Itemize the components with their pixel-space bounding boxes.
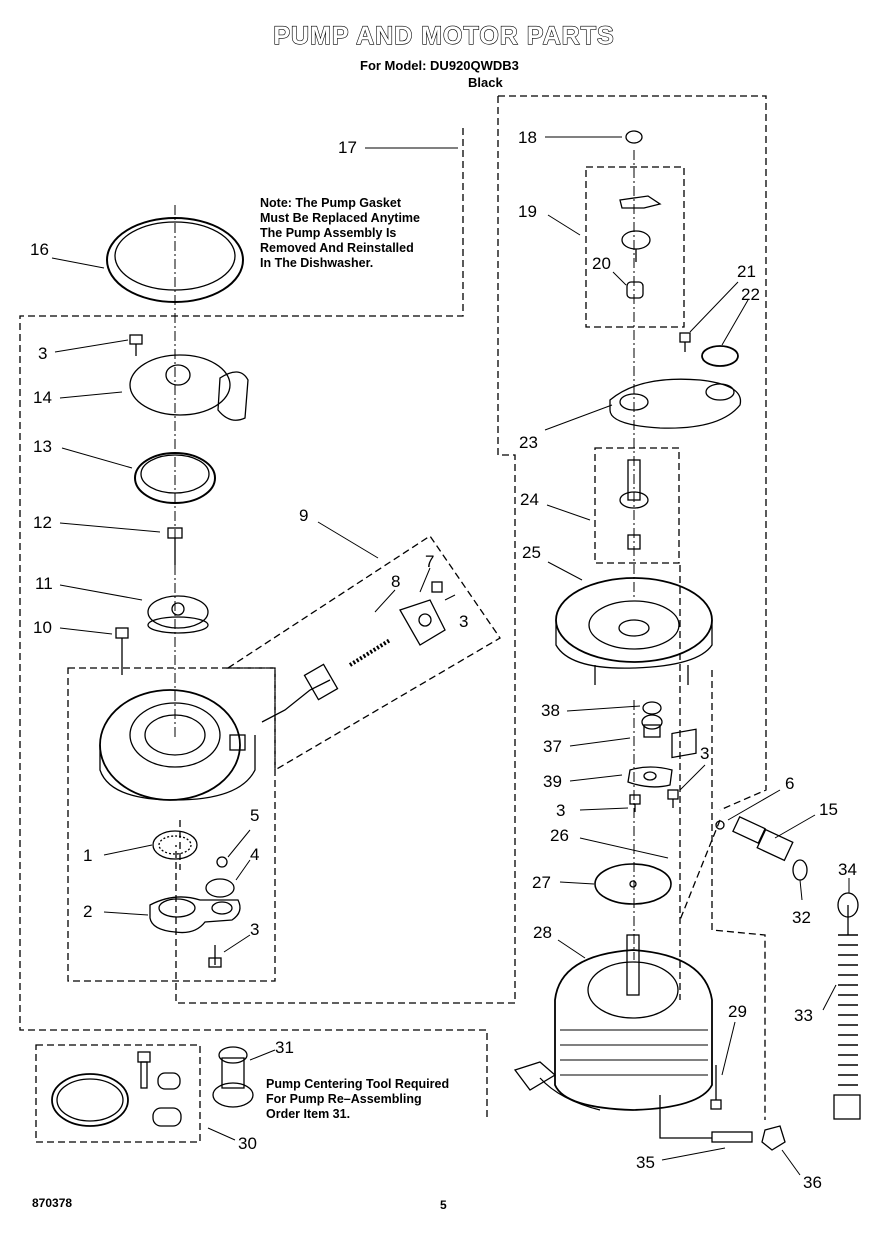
callout-27: 27 — [532, 873, 551, 892]
motor-mount-25 — [555, 577, 713, 685]
callout-17: 17 — [338, 138, 357, 157]
model-subtitle: For Model: DU920QWDB3 — [360, 58, 519, 73]
callout-20: 20 — [592, 254, 611, 273]
disc-27 — [594, 863, 672, 905]
spacer-20 — [626, 281, 644, 299]
cover-plate-23 — [609, 378, 742, 429]
callout-31: 31 — [275, 1038, 294, 1057]
callout-24: 24 — [520, 490, 539, 509]
callout-26: 26 — [550, 826, 569, 845]
center-axes — [174, 150, 635, 960]
pump-housing — [99, 689, 256, 801]
motor-28 — [513, 934, 713, 1111]
callout-23: 23 — [519, 433, 538, 452]
leader-lines — [51, 136, 850, 1176]
callout-6: 6 — [785, 774, 795, 793]
repair-kit-30 — [51, 1051, 182, 1127]
screw-3e — [208, 945, 222, 968]
nut-36 — [761, 1125, 786, 1151]
screw-21 — [679, 332, 691, 352]
callout-1: 1 — [83, 846, 93, 865]
callout-19: 19 — [518, 202, 537, 221]
filter-1 — [152, 830, 198, 860]
o-ring-22 — [701, 345, 739, 367]
impeller-11 — [147, 595, 209, 634]
callout-30: 30 — [238, 1134, 257, 1153]
callout-22: 22 — [741, 285, 760, 304]
callout-38: 38 — [541, 701, 560, 720]
callout-14: 14 — [33, 388, 52, 407]
callout-33: 33 — [794, 1006, 813, 1025]
pump-gasket-16 — [106, 217, 244, 303]
hose-33 — [833, 892, 861, 1120]
callout-36: 36 — [803, 1173, 822, 1192]
screw-29 — [710, 1065, 722, 1110]
seal-ring-13 — [134, 452, 216, 504]
callout-11: 11 — [35, 574, 53, 593]
seal-5-4 — [205, 856, 235, 898]
page-number: 5 — [440, 1198, 447, 1212]
color-variant: Black — [468, 75, 503, 90]
callout-21: 21 — [737, 262, 756, 281]
screw-10 — [115, 627, 129, 675]
screw-12 — [167, 527, 183, 565]
callout-12: 12 — [33, 513, 52, 532]
screw-3a — [129, 334, 143, 356]
callout-35: 35 — [636, 1153, 655, 1172]
callout-29: 29 — [728, 1002, 747, 1021]
callout-9: 9 — [299, 506, 309, 525]
callout-32: 32 — [792, 908, 811, 927]
centering-tool-31 — [212, 1046, 254, 1108]
bracket-39 — [627, 766, 673, 788]
callout-15: 15 — [819, 800, 838, 819]
wire-35 — [659, 1095, 753, 1143]
callout-8: 8 — [391, 572, 401, 591]
callout-3e: 3 — [250, 920, 260, 939]
assembly-boundaries — [19, 95, 767, 1143]
centering-tool-note: Pump Centering Tool Required For Pump Re… — [266, 1077, 450, 1121]
chopper-assembly-9 — [261, 581, 446, 723]
lower-housing-2 — [149, 896, 241, 934]
callout-25: 25 — [522, 543, 541, 562]
clamp-32 — [792, 859, 808, 881]
callout-3c: 3 — [700, 744, 710, 763]
bearing-37 — [641, 714, 663, 738]
part-number: 870378 — [32, 1196, 73, 1210]
callout-3b: 3 — [459, 612, 469, 631]
callout-5: 5 — [250, 806, 260, 825]
callout-3d: 3 — [556, 801, 566, 820]
callout-39: 39 — [543, 772, 562, 791]
callout-28: 28 — [533, 923, 552, 942]
callout-4: 4 — [250, 845, 260, 864]
screws-3cd — [629, 789, 679, 812]
callout-37: 37 — [543, 737, 562, 756]
pump-gasket-note: Note: The Pump Gasket Must Be Replaced A… — [260, 196, 420, 270]
callout-7: 7 — [425, 552, 435, 571]
callout-13: 13 — [33, 437, 52, 456]
clip-26 — [671, 728, 697, 759]
page-title: PUMP AND MOTOR PARTS — [273, 21, 615, 50]
callout-16: 16 — [30, 240, 49, 259]
callout-34: 34 — [838, 860, 857, 879]
callout-18: 18 — [518, 128, 537, 147]
fitting-6-15 — [715, 815, 794, 862]
o-ring-38 — [642, 701, 662, 715]
shaft-24 — [619, 459, 649, 550]
callout-3a: 3 — [38, 344, 48, 363]
cap-18 — [625, 130, 643, 144]
callout-10: 10 — [33, 618, 52, 637]
callout-2: 2 — [83, 902, 93, 921]
pump-upper-housing-14 — [129, 354, 249, 421]
blade-19 — [619, 195, 662, 262]
